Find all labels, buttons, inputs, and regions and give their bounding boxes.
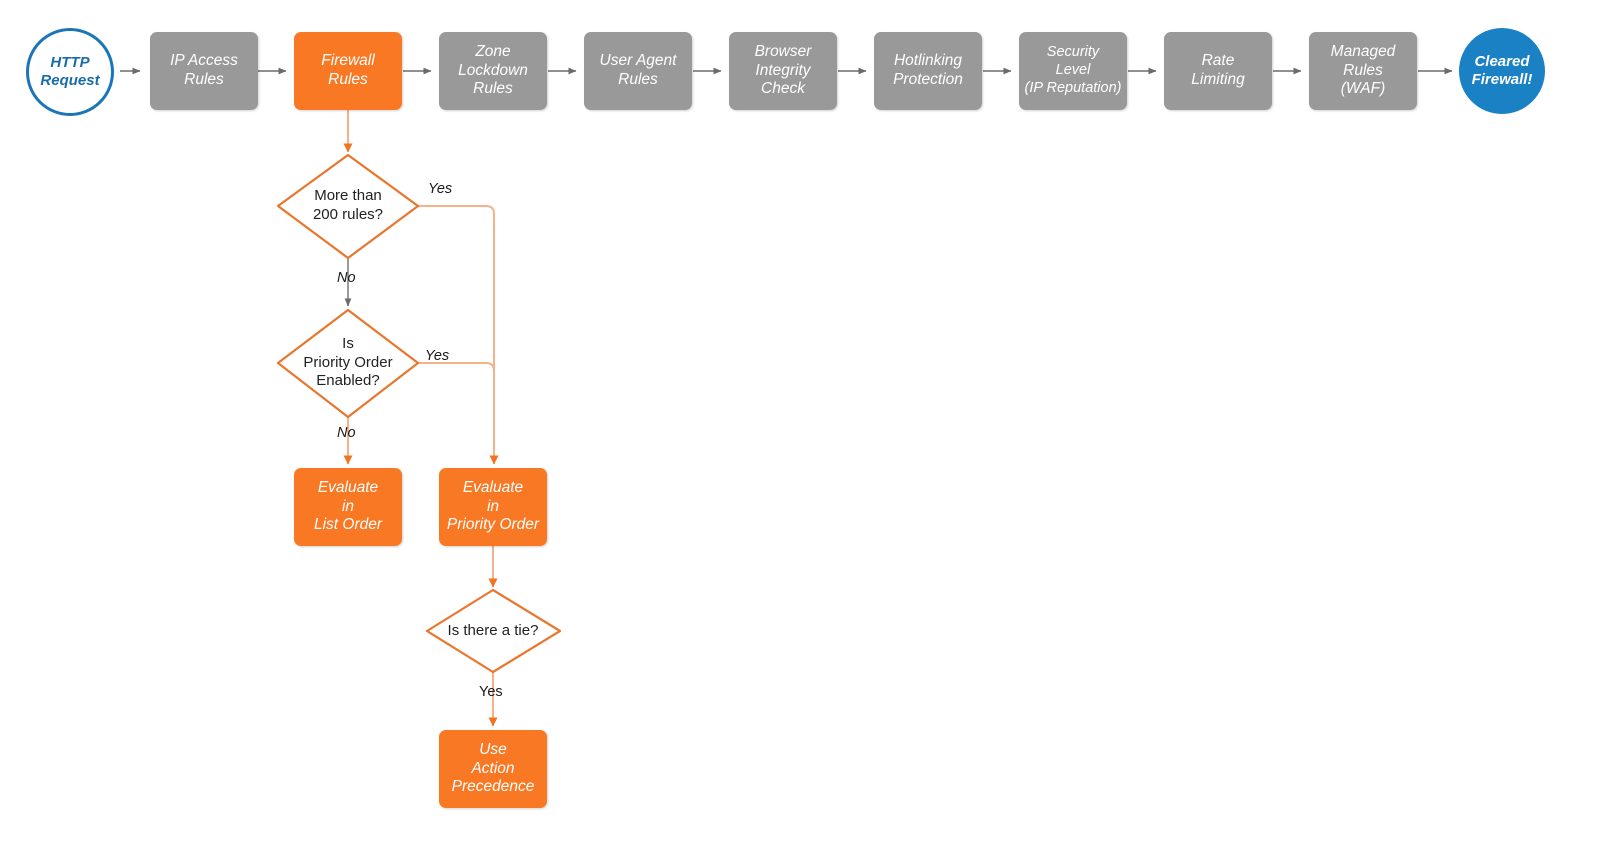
node-firewall-rules-label: Firewall Rules — [321, 52, 375, 88]
node-zone-lockdown-rules[interactable]: Zone Lockdown Rules — [439, 32, 547, 110]
diamond-is-there-a-tie — [425, 588, 562, 674]
edge-label-no-priority-order: No — [337, 425, 356, 441]
edge-label-yes-more-than-200: Yes — [428, 181, 453, 197]
node-security-level-label: Security Level (IP Reputation) — [1024, 44, 1122, 96]
node-use-action-precedence-label: Use Action Precedence — [451, 740, 535, 796]
diamond-more-than-200-rules — [276, 153, 420, 260]
node-managed-rules-waf-label: Managed Rules (WAF) — [1330, 42, 1396, 98]
node-firewall-rules[interactable]: Firewall Rules — [294, 32, 402, 110]
diamond-is-priority-order-enabled — [276, 308, 420, 419]
node-rate-limiting-label: Rate Limiting — [1191, 52, 1245, 88]
node-managed-rules-waf[interactable]: Managed Rules (WAF) — [1309, 32, 1417, 110]
node-evaluate-in-priority-order-label: Evaluate in Priority Order — [446, 478, 540, 534]
decision-is-priority-order-enabled-label: Is Priority Order Enabled? — [303, 334, 393, 390]
decision-more-than-200-rules-label: More than 200 rules? — [312, 187, 384, 223]
decision-more-than-200-rules[interactable]: More than 200 rules? — [288, 176, 408, 236]
node-evaluate-in-priority-order[interactable]: Evaluate in Priority Order — [439, 468, 547, 546]
decision-is-there-a-tie-label: Is there a tie? — [447, 621, 539, 639]
node-hotlinking-protection[interactable]: Hotlinking Protection — [874, 32, 982, 110]
node-ip-access-rules-label: IP Access Rules — [170, 52, 238, 88]
node-browser-integrity-check[interactable]: Browser Integrity Check — [729, 32, 837, 110]
wire-yes-priority-to-merge — [418, 362, 495, 400]
node-security-level[interactable]: Security Level (IP Reputation) — [1019, 32, 1127, 110]
node-cleared-firewall-label: Cleared Firewall! — [1471, 53, 1533, 88]
node-browser-integrity-check-label: Browser Integrity Check — [754, 42, 812, 98]
decision-is-priority-order-enabled[interactable]: Is Priority Order Enabled? — [283, 325, 413, 401]
node-http-request-label: HTTP Request — [40, 54, 100, 89]
node-user-agent-rules-label: User Agent Rules — [599, 52, 677, 88]
wire-yes-200-to-priority-order-box — [418, 205, 499, 465]
node-user-agent-rules[interactable]: User Agent Rules — [584, 32, 692, 110]
decision-is-there-a-tie[interactable]: Is there a tie? — [428, 616, 558, 646]
node-zone-lockdown-rules-label: Zone Lockdown Rules — [458, 42, 528, 98]
edge-label-yes-priority-order: Yes — [425, 348, 450, 364]
node-use-action-precedence[interactable]: Use Action Precedence — [439, 730, 547, 808]
edge-label-no-more-than-200: No — [337, 270, 356, 286]
node-rate-limiting[interactable]: Rate Limiting — [1164, 32, 1272, 110]
edge-label-yes-tie: Yes — [479, 684, 503, 700]
node-evaluate-in-list-order-label: Evaluate in List Order — [313, 478, 383, 534]
node-hotlinking-protection-label: Hotlinking Protection — [893, 52, 963, 88]
node-http-request[interactable]: HTTP Request — [26, 28, 114, 116]
node-cleared-firewall[interactable]: Cleared Firewall! — [1459, 28, 1545, 114]
node-ip-access-rules[interactable]: IP Access Rules — [150, 32, 258, 110]
node-evaluate-in-list-order[interactable]: Evaluate in List Order — [294, 468, 402, 546]
